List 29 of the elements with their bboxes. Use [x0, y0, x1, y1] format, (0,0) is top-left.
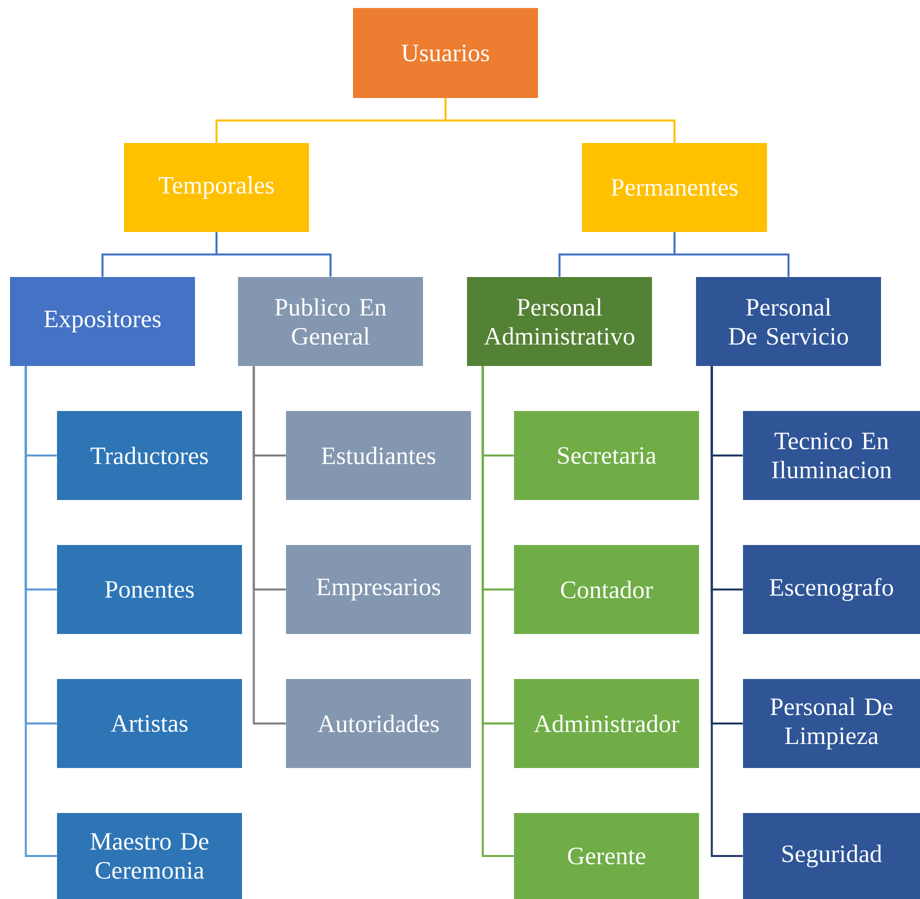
role-box: Estudiantes: [286, 411, 471, 500]
group-box: Publico En General: [238, 277, 423, 366]
category-box: Permanentes: [582, 143, 767, 232]
role-box: Escenografo: [743, 545, 920, 634]
connector: [252, 366, 286, 724]
role-box: Maestro De Ceremonia: [57, 813, 242, 899]
connector: [482, 366, 514, 857]
connector: [216, 232, 332, 277]
connector: [674, 232, 790, 277]
connector: [710, 366, 743, 857]
role-box: Autoridades: [286, 679, 471, 768]
group-box: Personal De Servicio: [696, 277, 881, 366]
root-box: Usuarios: [353, 8, 538, 98]
group-box: Personal Administrativo: [467, 277, 652, 366]
role-box: Empresarios: [286, 545, 471, 634]
role-box: Ponentes: [57, 545, 242, 634]
group-box: Expositores: [10, 277, 195, 366]
role-box: Contador: [514, 545, 699, 634]
role-box: Traductores: [57, 411, 242, 500]
role-box: Gerente: [514, 813, 699, 899]
category-box: Temporales: [124, 143, 309, 232]
connector: [24, 366, 57, 857]
role-box: Personal De Limpieza: [743, 679, 920, 768]
connector: [444, 98, 676, 143]
role-box: Administrador: [514, 679, 699, 768]
role-box: Tecnico En Iluminacion: [743, 411, 920, 500]
role-box: Seguridad: [743, 813, 920, 899]
role-box: Artistas: [57, 679, 242, 768]
role-box: Secretaria: [514, 411, 699, 500]
